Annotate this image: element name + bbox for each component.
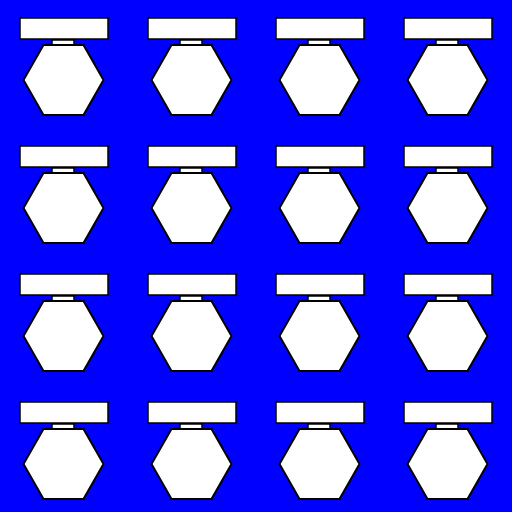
hexagon-tile (275, 273, 365, 372)
tile-top-bar (147, 17, 237, 40)
hexagon-tile (147, 17, 237, 116)
tile-hexagon (22, 300, 105, 372)
tile-top-bar (403, 145, 493, 168)
tile-top-bar (403, 273, 493, 296)
tile-top-bar (403, 401, 493, 424)
hexagon-tile (19, 145, 109, 244)
hexagon-tile (275, 17, 365, 116)
tile-hexagon (406, 300, 489, 372)
tile-top-bar (275, 273, 365, 296)
tile-hexagon (150, 428, 233, 500)
tile-hexagon (150, 172, 233, 244)
hexagon-tile (403, 145, 493, 244)
hexagon-tile (147, 145, 237, 244)
hexagon-tile (403, 273, 493, 372)
hexagon-tile (19, 17, 109, 116)
tile-hexagon (406, 428, 489, 500)
hexagon-tile (19, 273, 109, 372)
hexagon-tile (403, 401, 493, 500)
tile-hexagon (150, 44, 233, 116)
tile-top-bar (147, 273, 237, 296)
hexagon-tile (19, 401, 109, 500)
tile-hexagon (22, 428, 105, 500)
tile-top-bar (275, 17, 365, 40)
tile-hexagon (150, 300, 233, 372)
tile-hexagon (406, 44, 489, 116)
tile-hexagon (278, 172, 361, 244)
hexagon-tile (275, 401, 365, 500)
tile-top-bar (275, 401, 365, 424)
tile-top-bar (19, 401, 109, 424)
hexagon-tile (403, 17, 493, 116)
tile-top-bar (19, 273, 109, 296)
tile-hexagon (22, 172, 105, 244)
tile-top-bar (275, 145, 365, 168)
tile-top-bar (19, 145, 109, 168)
tile-hexagon (22, 44, 105, 116)
tile-top-bar (147, 401, 237, 424)
tile-hexagon (278, 44, 361, 116)
hexagon-tile (275, 145, 365, 244)
tile-top-bar (19, 17, 109, 40)
hexagon-tile (147, 273, 237, 372)
tile-hexagon (278, 300, 361, 372)
tile-hexagon (406, 172, 489, 244)
tile-hexagon (278, 428, 361, 500)
hexagon-tile (147, 401, 237, 500)
tile-top-bar (403, 17, 493, 40)
tile-top-bar (147, 145, 237, 168)
